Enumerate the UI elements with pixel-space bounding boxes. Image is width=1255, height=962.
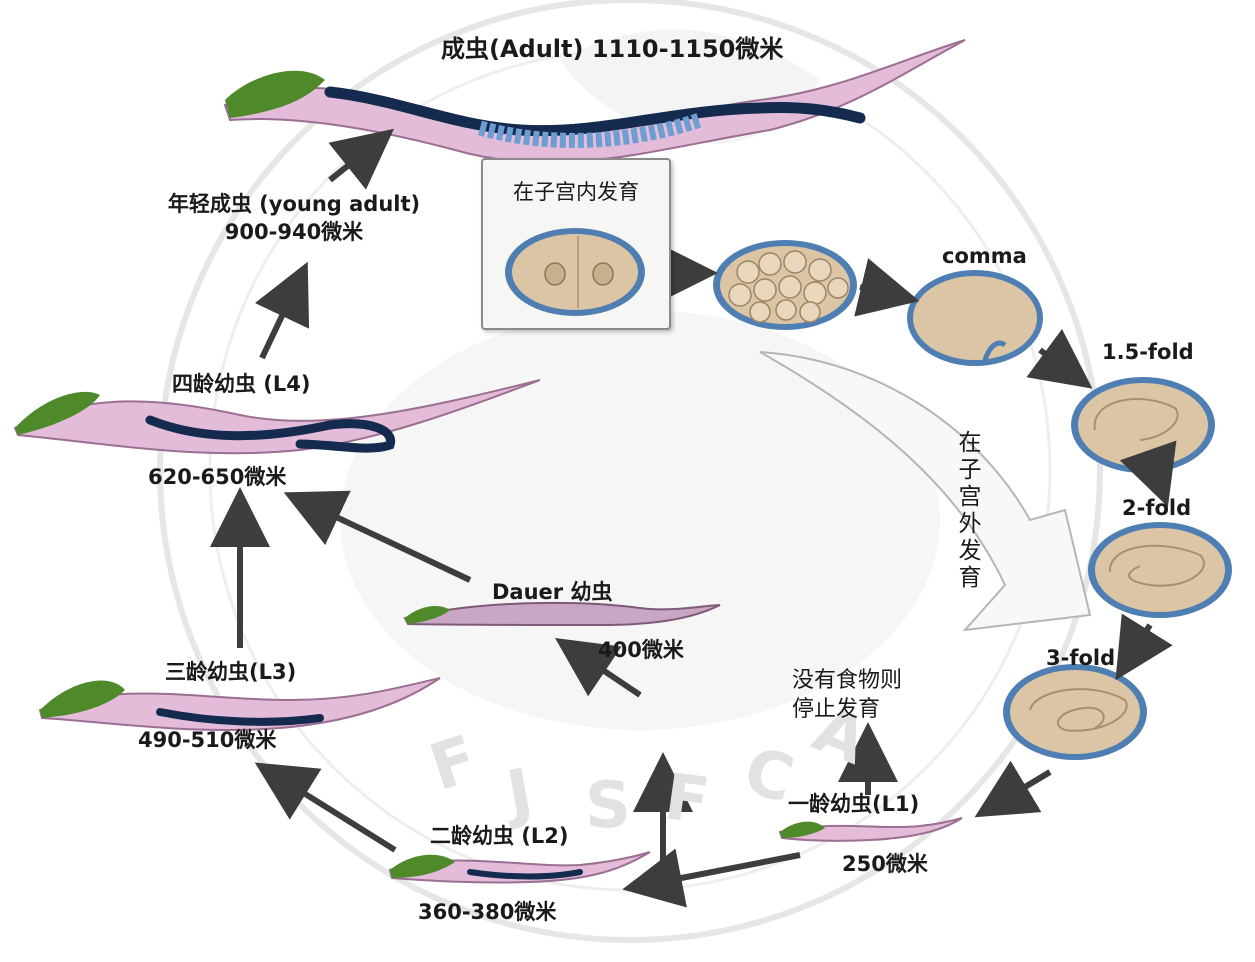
comma-label: comma <box>942 244 1027 268</box>
arrow-3fold-to-l1 <box>990 772 1050 808</box>
fold-1-5-label: 1.5-fold <box>1102 340 1194 364</box>
l3-size: 490-510微米 <box>138 728 276 752</box>
egg-multicell <box>713 240 857 330</box>
arrow-young-adult-to-adult <box>330 140 380 180</box>
arrow-multicell-to-comma <box>860 287 902 297</box>
young-adult-size: 900-940微米 <box>158 220 430 244</box>
dauer-label: Dauer 幼虫 <box>492 580 612 604</box>
adult-label: 成虫(Adult) 1110-1150微米 <box>441 36 783 64</box>
arrow-1-5fold-to-2fold <box>1155 470 1162 490</box>
watermark-letter: S <box>585 770 631 844</box>
no-food-line-1: 没有食物则 <box>792 668 902 693</box>
ex-utero-char: 发 <box>955 538 985 565</box>
l2-size: 360-380微米 <box>418 900 556 924</box>
young-adult-label: 年轻成虫 (young adult) <box>158 192 430 216</box>
dauer-size: 400微米 <box>598 638 684 662</box>
l2-worm <box>390 852 650 883</box>
ex-utero-char: 外 <box>955 511 985 538</box>
ex-utero-char: 子 <box>955 457 985 484</box>
l4-label: 四龄幼虫 (L4) <box>172 372 311 396</box>
l3-label: 三龄幼虫(L3) <box>165 660 296 684</box>
l2-label: 二龄幼虫 (L2) <box>430 824 569 848</box>
egg-3-fold <box>1003 664 1147 760</box>
fold-3-label: 3-fold <box>1046 646 1115 670</box>
arrow-l4-to-young-adult <box>262 278 300 358</box>
l4-size: 620-650微米 <box>148 465 286 489</box>
egg-comma <box>907 270 1043 366</box>
in-uterus-panel: 在子宫内发育 <box>481 158 671 330</box>
egg-1-5-fold <box>1071 377 1215 473</box>
ex-utero-char: 宫 <box>955 484 985 511</box>
ex-utero-char: 育 <box>955 565 985 592</box>
in-uterus-title: 在子宫内发育 <box>483 176 669 206</box>
l3-worm <box>40 678 440 730</box>
arrow-2fold-to-3fold <box>1125 625 1150 665</box>
egg-2-fold <box>1088 522 1232 618</box>
ex-utero-char: 在 <box>955 430 985 457</box>
fold-2-label: 2-fold <box>1122 496 1191 520</box>
no-food-line-2: 停止发育 <box>792 697 880 722</box>
arrow-comma-to-1-5fold <box>1040 350 1078 378</box>
arrow-l2-to-l3 <box>270 772 395 850</box>
l1-size: 250微米 <box>842 852 928 876</box>
ex-utero-vertical-label: 在 子 宫 外 发 育 <box>955 430 985 592</box>
l1-worm <box>780 818 962 841</box>
l1-label: 一龄幼虫(L1) <box>788 792 919 816</box>
